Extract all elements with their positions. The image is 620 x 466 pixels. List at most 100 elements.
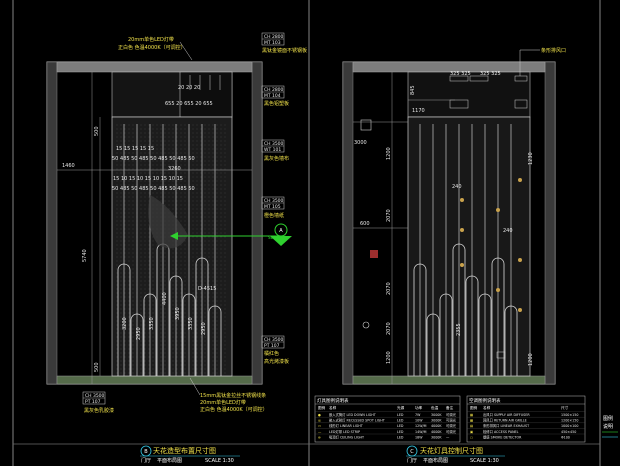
legend-left-cell: 7W xyxy=(415,413,421,417)
dim-1200c: 1200 xyxy=(528,353,534,366)
dim-325b: 325 325 xyxy=(480,71,501,77)
dim-5740: 5740 xyxy=(82,249,88,262)
tag-2-note: 黑色铝塑板 xyxy=(264,100,289,107)
right-main-panel xyxy=(407,116,531,377)
legend-left-cell: LED xyxy=(397,419,404,423)
material-tag-5[interactable]: CH 3500 PT 107 橘红色 高光烤漆板 xyxy=(261,335,289,365)
dim-325a: 325 325 xyxy=(450,71,471,77)
legend-right-title: 空调图例说明表 xyxy=(469,397,501,404)
right-title-marker: C xyxy=(410,449,414,455)
legend-right-cell: 烟感 SMOKE DETECTOR xyxy=(483,434,522,439)
left-sub-label: 平面布局图 xyxy=(157,457,182,464)
left-elevation: A SECTION 1460 5740 500 500 3260 20 20 2… xyxy=(46,32,307,464)
legend-left-cell: LED xyxy=(397,424,404,428)
smoke-detector xyxy=(362,321,370,329)
dim-2070a: 2070 xyxy=(386,209,392,222)
legend-left-cell: ◎ xyxy=(318,419,321,423)
mirror-slots xyxy=(189,75,221,90)
dim-845: 845 xyxy=(410,85,416,95)
legend-left-cell: 可调光 xyxy=(446,429,457,434)
legend-left-header: 功率 xyxy=(415,405,423,410)
material-tag-1[interactable]: CH 2800 MT 103 黑钛金镜面不锈钢板 xyxy=(261,32,307,54)
legend-left-cell: LED xyxy=(397,430,404,434)
tag-2-mt: MT 104 xyxy=(264,93,281,99)
legend-right-headers: 图例名称尺寸 xyxy=(470,405,569,410)
right-edge-legend: 图例 说明 xyxy=(602,415,618,438)
dim-1170: 1170 xyxy=(412,108,425,114)
dim-500-bottom: 500 xyxy=(94,362,100,372)
dim-top-row: 655 20 655 20 655 xyxy=(165,101,213,107)
legend-left-headers: 图例名称光源功率色温备注 xyxy=(318,405,454,410)
legend-left-header: 色温 xyxy=(431,405,439,410)
dim-mid-row: 50 485 50 485 50 485 50 485 50 xyxy=(112,156,195,162)
top-note-leader xyxy=(179,41,193,61)
right-left-wall-hatch xyxy=(342,61,354,385)
floor-band xyxy=(56,375,253,385)
legend-left-cell: 10W xyxy=(415,419,423,423)
right-title-block: C 天花灯具控制尺寸图 门厅 平面布局图 SCALE 1:30 xyxy=(406,445,505,464)
dim-2950b: 2950 xyxy=(201,322,207,335)
left-dim-lines xyxy=(57,72,252,384)
legend-right-cell: 1000×100 xyxy=(561,424,578,428)
tag-5-ch: CH 3500 xyxy=(264,337,284,343)
switch-box xyxy=(496,351,506,359)
section-marker[interactable]: A xyxy=(270,223,292,246)
material-tag-4[interactable]: CH 3500 MT 105 橙色墙纸 xyxy=(261,196,285,219)
right-arched-fins xyxy=(413,243,518,376)
legend-right-cell: 条形排风口 LINEAR EXHAUST xyxy=(483,423,530,428)
right-subtitle: 门厅 xyxy=(407,457,417,464)
dim-3200: 3200 xyxy=(122,317,128,330)
legend-left-cell: 3000K xyxy=(431,413,442,417)
right-scale: SCALE 1:30 xyxy=(470,458,499,464)
legend-right-header: 图例 xyxy=(470,405,478,410)
left-title-marker: B xyxy=(144,449,148,455)
legend-left-cell: 可调光 xyxy=(446,412,457,417)
exit-sign xyxy=(370,250,378,258)
tag-3-ch: CH 3500 xyxy=(264,141,284,147)
dim-600: 600 xyxy=(360,221,370,227)
tag-1-ch: CH 2800 xyxy=(264,34,284,40)
legend-right-cell: 出风口 SUPPLY AIR DIFFUSER xyxy=(483,412,530,417)
tag-bl-ch: CH 3500 xyxy=(85,393,105,399)
legend-left-cell: 线形灯 LINEAR LIGHT xyxy=(329,423,364,428)
legend-left-title: 灯具图例说明表 xyxy=(317,397,349,404)
legend-left-cell: — xyxy=(446,435,450,439)
bottom-note-leader xyxy=(189,377,201,396)
dim-1460: 1460 xyxy=(62,163,75,169)
bottom-note-2: 20mm单色LED灯带 xyxy=(200,399,246,406)
legend-left-cell: 可调光 xyxy=(446,418,457,423)
section-marker-letter: A xyxy=(279,228,283,234)
legend-table-lighting[interactable]: 灯具图例说明表 图例名称光源功率色温备注 ●嵌入式筒灯 LED DOWN LIG… xyxy=(314,395,461,443)
bottom-note-1: 15mm黑钛金拉丝不锈钢线条 xyxy=(200,392,266,399)
dim-mid-row2: 15 15 15 15 15 xyxy=(116,146,154,152)
exhaust-vents xyxy=(449,75,528,109)
dim-240a: 240 xyxy=(452,184,462,190)
legend-left-cell: ● xyxy=(318,413,321,417)
right-upper-panel xyxy=(407,71,531,118)
legend-left-cell: 4000K xyxy=(431,424,442,428)
dim-2355: 2355 xyxy=(456,323,462,336)
right-wall-hatch xyxy=(251,61,263,385)
legend-right-header: 尺寸 xyxy=(561,405,569,410)
left-wall-hatch xyxy=(46,61,58,385)
legend-left-cell: 4000K xyxy=(431,430,442,434)
legend-left-cell: 吸顶灯 CEILING LIGHT xyxy=(329,434,365,439)
right-sub-label: 平面布局图 xyxy=(423,457,448,464)
material-tag-2[interactable]: CH 2800 MT 104 黑色铝塑板 xyxy=(261,85,289,107)
right-floor-band xyxy=(352,375,546,385)
legend-left-cell: LED xyxy=(397,413,404,417)
dim-low-row2: 50 485 50 485 50 485 50 485 50 xyxy=(112,186,195,192)
tag-4-note: 橙色墙纸 xyxy=(264,212,284,219)
access-panel xyxy=(360,119,372,131)
legend-right-cell: ▣ xyxy=(470,430,473,434)
material-tag-3[interactable]: CH 3500 WT 101 黑灰色墙布 xyxy=(261,139,289,162)
legend-right-cell: ○ xyxy=(470,435,473,439)
material-tag-bottom-left[interactable]: CH 3500 PT 107 黑灰色乳胶漆 xyxy=(82,391,114,414)
tag-3-note: 黑灰色墙布 xyxy=(264,155,289,162)
legend-left-header: 备注 xyxy=(446,405,454,410)
tag-bl-note: 黑灰色乳胶漆 xyxy=(84,407,114,414)
dim-4400: 4400 xyxy=(162,292,168,305)
